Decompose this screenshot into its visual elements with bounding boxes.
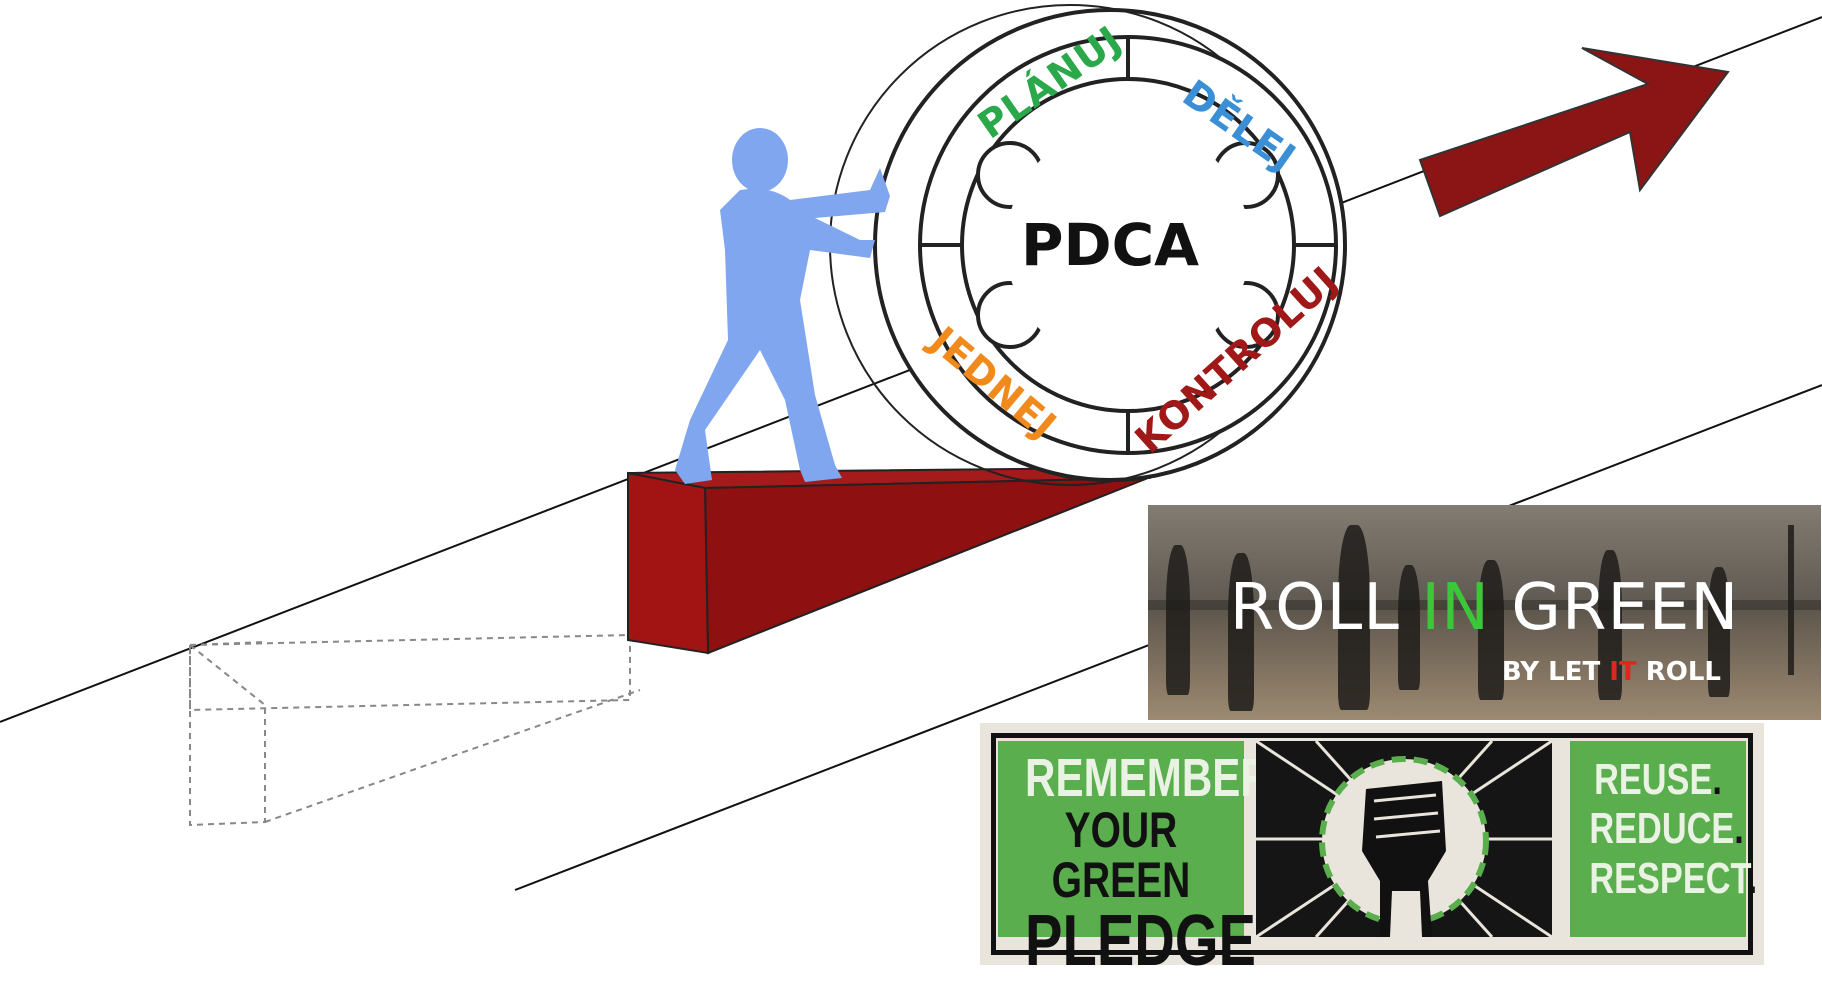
- raised-fist-icon: [1256, 741, 1552, 937]
- pledge-respect: RESPECT.: [1589, 854, 1726, 903]
- by-let-it-roll-subtitle: BY LET IT ROLL: [1502, 657, 1721, 687]
- ghost-block: [190, 635, 640, 825]
- pledge-right-panel: REUSE. REDUCE. RESPECT.: [1570, 741, 1746, 937]
- roll-in-green-banner: ROLL IN GREEN BY LET IT ROLL: [1148, 505, 1821, 720]
- pledge-reduce: REDUCE.: [1589, 804, 1726, 853]
- trend-arrow: [1420, 48, 1728, 216]
- green-pledge-banner: REMEMBER YOUR GREEN PLEDGE REUSE. REDUCE…: [980, 723, 1764, 965]
- pledge-line-remember: REMEMBER: [1025, 751, 1217, 805]
- roll-in-green-title: ROLL IN GREEN: [1148, 571, 1821, 645]
- pledge-line-pledge: PLEDGE: [1025, 905, 1217, 977]
- red-wedge: [628, 468, 1148, 653]
- pledge-line-your-green: YOUR GREEN: [1025, 805, 1217, 905]
- pdca-center-label: PDCA: [1021, 211, 1199, 279]
- pledge-reuse: REUSE.: [1589, 755, 1726, 804]
- pledge-fist-panel: [1256, 741, 1552, 937]
- pushing-person-figure: [675, 128, 890, 484]
- pledge-left-panel: REMEMBER YOUR GREEN PLEDGE: [998, 741, 1244, 937]
